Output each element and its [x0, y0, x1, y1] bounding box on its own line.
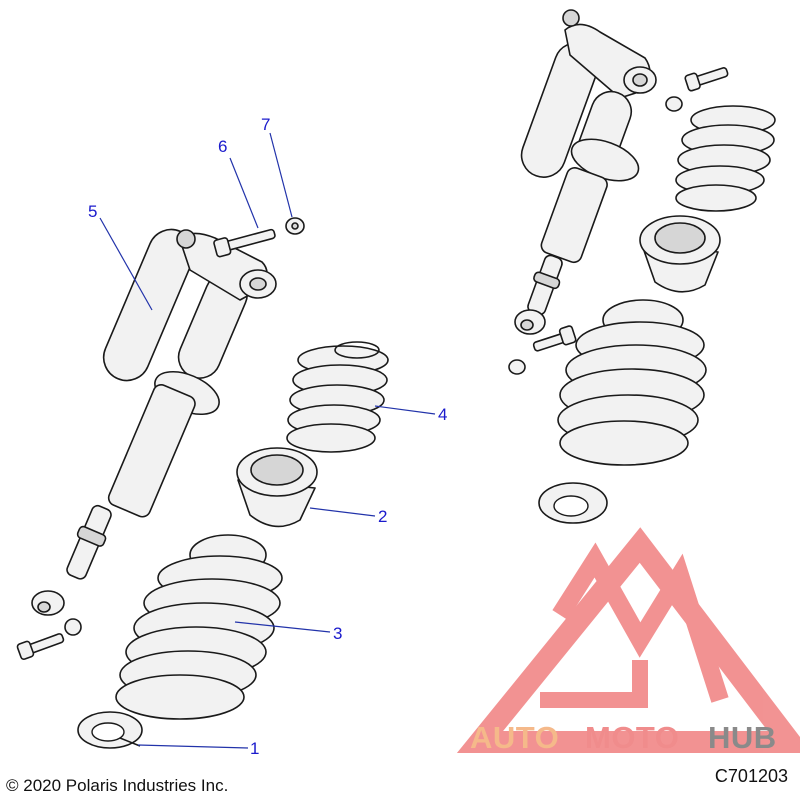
right-assembly-spring-retainer [538, 482, 608, 524]
automotohub-watermark-text: AUTO MOTO HUB [470, 720, 777, 755]
callout-1-label: 1 [250, 739, 259, 758]
callout-4[interactable]: 4 [374, 405, 447, 424]
callout-6[interactable]: 6 [218, 137, 259, 229]
callout-6-label: 6 [218, 137, 227, 156]
watermark-text-hub: HUB [708, 720, 777, 755]
diagram-code: C701203 [714, 766, 788, 786]
callout-3[interactable]: 3 [234, 621, 342, 643]
right-assembly-bolts [508, 67, 729, 375]
callout-4-label: 4 [438, 405, 447, 424]
part-3-large-spring [115, 534, 283, 720]
callout-3-label: 3 [333, 624, 342, 643]
watermark-text-moto: MOTO [585, 720, 679, 755]
callout-5[interactable]: 5 [88, 202, 153, 311]
right-assembly-shock [514, 9, 657, 335]
callout-2-label: 2 [378, 507, 387, 526]
callout-1[interactable]: 1 [137, 739, 259, 758]
right-assembly-large-spring [557, 299, 707, 466]
automotohub-watermark-logo [456, 527, 800, 753]
callout-5-label: 5 [88, 202, 97, 221]
callout-2[interactable]: 2 [309, 507, 387, 526]
right-assembly-spring-spacer [639, 215, 721, 293]
part-1-spring-retainer [77, 711, 143, 749]
callout-7-label: 7 [261, 115, 270, 134]
part-6-bolt [213, 228, 276, 258]
part-7-nut [285, 217, 305, 235]
part-4-small-spring [286, 341, 389, 453]
copyright-notice: © 2020 Polaris Industries Inc. [6, 776, 229, 795]
right-assembly-small-spring [675, 105, 776, 212]
watermark-text-auto: AUTO [470, 720, 559, 755]
callout-7[interactable]: 7 [261, 115, 293, 218]
lower-mount-bolt [16, 618, 82, 660]
part-2-spring-spacer [236, 447, 318, 528]
